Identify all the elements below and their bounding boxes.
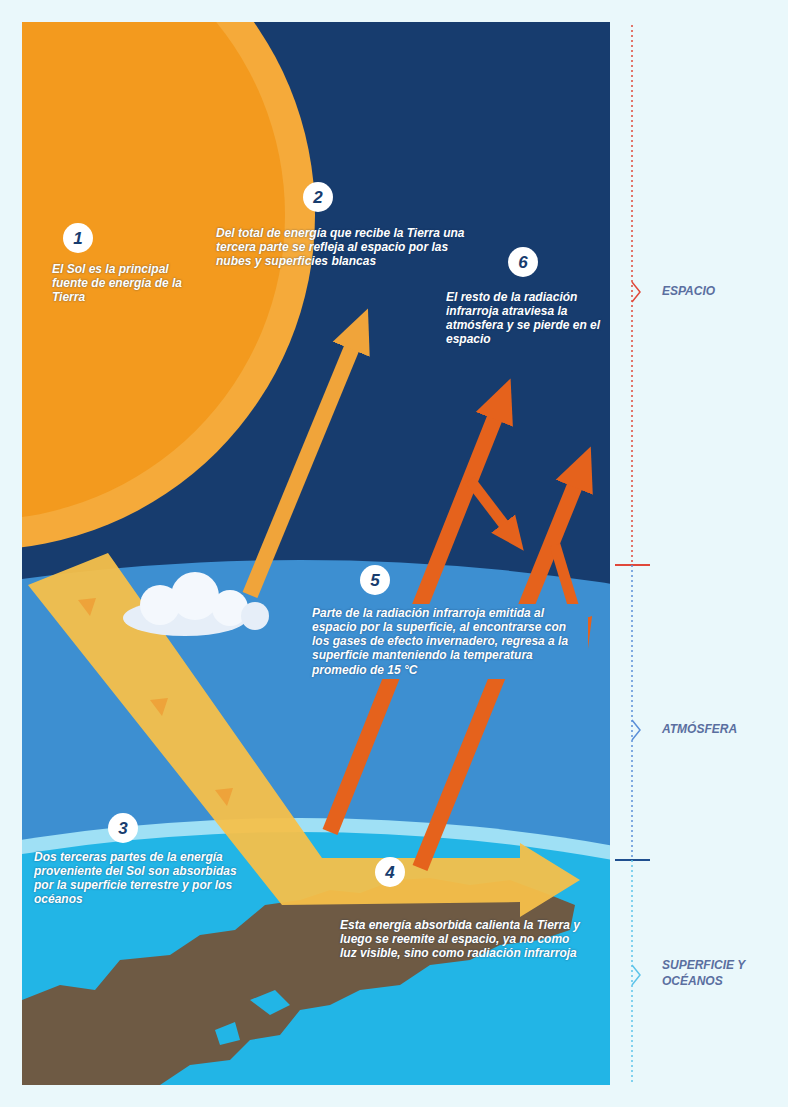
callout-number: 5 — [370, 572, 379, 589]
callout-circle: 5 — [360, 565, 390, 595]
callout-circle: 1 — [63, 223, 93, 253]
callout-text: Esta energía absorbida calienta la Tierr… — [340, 918, 580, 960]
callout-text: El resto de la radiación infrarroja atra… — [446, 290, 606, 347]
callout-text: Parte de la radiación infrarroja emitida… — [308, 604, 588, 679]
callout-circle: 2 — [303, 182, 333, 212]
land — [22, 878, 575, 1085]
land-lakes — [215, 990, 290, 1045]
callout-text: Dos terceras partes de la energía proven… — [34, 850, 246, 907]
callout-number: 1 — [73, 230, 82, 247]
callout-circle: 3 — [108, 813, 138, 843]
sun-corona — [22, 22, 315, 550]
cloud — [123, 572, 269, 636]
region-label: SUPERFICIE Y OCÉANOS — [662, 958, 762, 989]
callout-circle: 4 — [375, 857, 405, 887]
scene — [22, 22, 610, 1085]
infrared-return-arrow — [470, 480, 508, 530]
callout-number: 6 — [518, 254, 527, 271]
callout-number: 3 — [118, 820, 127, 837]
callout-number: 4 — [385, 864, 394, 881]
sun — [22, 22, 285, 520]
region-label: ESPACIO — [662, 284, 772, 300]
callout-text: El Sol es la principal fuente de energía… — [52, 262, 202, 304]
callout-text: Del total de energía que recibe la Tierr… — [216, 226, 466, 268]
region-brackets — [615, 25, 650, 1082]
callout-number: 2 — [313, 189, 322, 206]
callout-circle: 6 — [508, 247, 538, 277]
reflected-arrow — [250, 340, 355, 595]
region-label: ATMÓSFERA — [662, 722, 772, 738]
